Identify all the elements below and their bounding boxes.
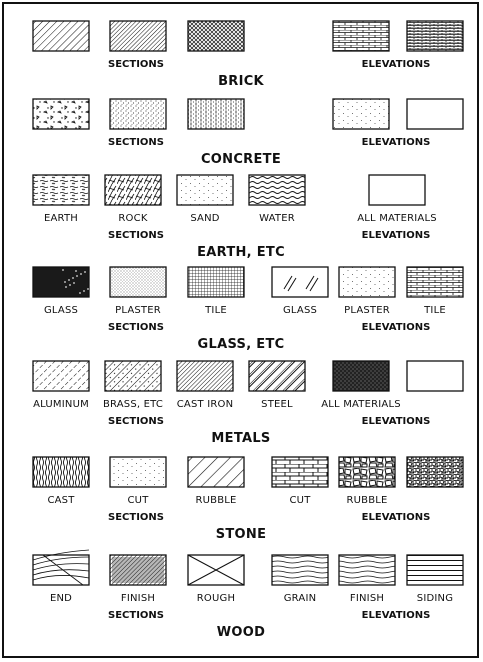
row-stone <box>32 456 464 488</box>
swatch-label: PLASTER <box>344 305 390 316</box>
row-earth-etc <box>32 174 426 206</box>
elevations-label: ELEVATIONS <box>361 512 431 523</box>
elevation-swatch <box>332 360 390 392</box>
elevations-label: ELEVATIONS <box>361 137 431 148</box>
sections-label: SECTIONS <box>108 416 164 427</box>
swatch-label: RUBBLE <box>346 495 388 506</box>
elevations-label: ELEVATIONS <box>361 59 431 70</box>
elevation-swatch <box>406 20 464 52</box>
swatch-label: PLASTER <box>115 305 161 316</box>
row-glass-etc <box>32 266 464 298</box>
swatch-label: FINISH <box>349 593 385 604</box>
section-swatch <box>32 98 90 130</box>
swatch-label: STEEL <box>261 399 293 410</box>
material-title: BRICK <box>218 74 264 89</box>
section-swatch <box>248 174 306 206</box>
elevations-label: ELEVATIONS <box>361 230 431 241</box>
elevation-swatch <box>332 98 390 130</box>
swatch-label: GLASS <box>282 305 318 316</box>
elevation-swatch <box>406 360 464 392</box>
swatch-label: END <box>49 593 73 604</box>
section-swatch <box>32 174 90 206</box>
elevation-swatch <box>338 554 396 586</box>
material-title: EARTH, ETC <box>197 245 285 260</box>
elevations-label: ELEVATIONS <box>361 610 431 621</box>
section-swatch <box>32 20 90 52</box>
section-swatch <box>187 456 245 488</box>
section-swatch <box>176 174 234 206</box>
elevation-swatch <box>271 554 329 586</box>
section-swatch <box>187 98 245 130</box>
elevation-swatch <box>406 266 464 298</box>
sections-label: SECTIONS <box>108 59 164 70</box>
swatch-label: RUBBLE <box>195 495 237 506</box>
section-swatch <box>109 20 167 52</box>
chart-border <box>2 2 479 658</box>
elevation-swatch <box>338 266 396 298</box>
swatch-label: WATER <box>259 213 295 224</box>
section-swatch <box>187 554 245 586</box>
sections-label: SECTIONS <box>108 610 164 621</box>
section-swatch <box>109 554 167 586</box>
elevations-label: ELEVATIONS <box>361 416 431 427</box>
swatch-label: ROUGH <box>196 593 236 604</box>
swatch-label: GLASS <box>43 305 79 316</box>
sections-label: SECTIONS <box>108 230 164 241</box>
swatch-label: CAST IRON <box>176 399 234 410</box>
swatch-label: ALL MATERIALS <box>357 213 437 224</box>
swatch-label: CUT <box>289 495 311 506</box>
elevation-swatch <box>332 20 390 52</box>
section-swatch <box>248 360 306 392</box>
swatch-label: BRASS, ETC <box>102 399 164 410</box>
material-title: METALS <box>211 431 271 446</box>
material-title: WOOD <box>216 625 266 640</box>
swatch-label: CUT <box>127 495 149 506</box>
section-swatch <box>32 456 90 488</box>
sections-label: SECTIONS <box>108 322 164 333</box>
sections-label: SECTIONS <box>108 512 164 523</box>
swatch-label: ROCK <box>118 213 148 224</box>
swatch-label: SAND <box>190 213 220 224</box>
material-title: CONCRETE <box>200 152 282 167</box>
section-swatch <box>109 98 167 130</box>
material-title: STONE <box>215 527 267 542</box>
swatch-label: ALL MATERIALS <box>321 399 401 410</box>
section-swatch <box>104 360 162 392</box>
elevation-swatch <box>368 174 426 206</box>
row-concrete <box>32 98 464 130</box>
elevation-swatch <box>406 554 464 586</box>
swatch-label: GRAIN <box>283 593 317 604</box>
swatch-label: SIDING <box>416 593 454 604</box>
swatch-label: ALUMINUM <box>33 399 89 410</box>
material-title: GLASS, ETC <box>197 337 285 352</box>
sections-label: SECTIONS <box>108 137 164 148</box>
swatch-label: TILE <box>205 305 227 316</box>
section-swatch <box>187 20 245 52</box>
swatch-label: EARTH <box>43 213 79 224</box>
elevation-swatch <box>271 456 329 488</box>
swatch-label: FINISH <box>120 593 156 604</box>
section-swatch <box>176 360 234 392</box>
section-swatch <box>32 360 90 392</box>
row-wood <box>32 549 464 586</box>
elevation-swatch <box>406 98 464 130</box>
section-swatch <box>104 174 162 206</box>
elevation-swatch <box>406 456 464 488</box>
row-metals <box>32 360 464 392</box>
section-swatch <box>187 266 245 298</box>
section-swatch <box>32 549 90 586</box>
swatch-label: TILE <box>424 305 446 316</box>
elevation-swatch <box>338 456 396 488</box>
section-swatch <box>32 266 90 298</box>
elevations-label: ELEVATIONS <box>361 322 431 333</box>
section-swatch <box>109 266 167 298</box>
elevation-swatch <box>271 266 329 298</box>
row-brick <box>32 20 464 52</box>
swatch-label: CAST <box>47 495 75 506</box>
section-swatch <box>109 456 167 488</box>
